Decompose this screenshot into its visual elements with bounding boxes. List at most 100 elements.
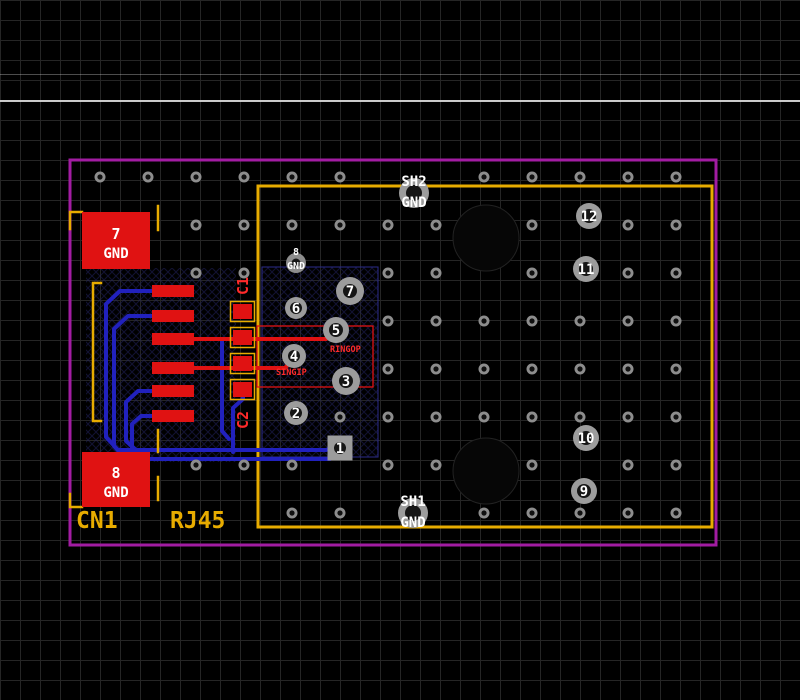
via[interactable] <box>574 315 586 327</box>
via[interactable] <box>238 171 250 183</box>
net-label[interactable]: SINGIP <box>276 368 307 378</box>
via[interactable] <box>670 507 682 519</box>
via[interactable] <box>334 507 346 519</box>
via[interactable] <box>526 267 538 279</box>
board-outline[interactable] <box>68 158 718 547</box>
via[interactable] <box>478 363 490 375</box>
via[interactable] <box>526 459 538 471</box>
pad-1[interactable]: 1 <box>327 435 353 461</box>
via[interactable] <box>286 171 298 183</box>
cn1-silkscreen[interactable] <box>68 204 160 509</box>
via[interactable] <box>382 363 394 375</box>
via[interactable] <box>670 219 682 231</box>
net-label[interactable]: RINGOP <box>330 345 361 355</box>
via[interactable] <box>334 219 346 231</box>
designator-c2[interactable]: C2 <box>234 411 252 429</box>
pad-2[interactable]: 2 <box>284 401 308 425</box>
cn1-pin-pad[interactable] <box>152 385 194 397</box>
trace-blue-6[interactable] <box>220 339 231 441</box>
cn1-pin-pad[interactable] <box>152 310 194 322</box>
via[interactable] <box>526 171 538 183</box>
via[interactable] <box>286 219 298 231</box>
via[interactable] <box>238 459 250 471</box>
via[interactable] <box>478 315 490 327</box>
via[interactable] <box>574 171 586 183</box>
via[interactable] <box>622 411 634 423</box>
via[interactable] <box>142 171 154 183</box>
pad-6[interactable]: 6 <box>285 297 307 319</box>
rj45-courtyard[interactable] <box>256 184 714 529</box>
via[interactable] <box>670 171 682 183</box>
via[interactable] <box>382 267 394 279</box>
via[interactable] <box>526 219 538 231</box>
via[interactable] <box>430 459 442 471</box>
via[interactable] <box>478 171 490 183</box>
pad-10[interactable]: 10 <box>573 425 599 451</box>
via[interactable] <box>190 171 202 183</box>
via[interactable] <box>478 507 490 519</box>
pad-9[interactable]: 9 <box>571 478 597 504</box>
via[interactable] <box>622 507 634 519</box>
via[interactable] <box>526 411 538 423</box>
pad-4[interactable]: 4 <box>282 344 306 368</box>
cn1-pin-pad[interactable] <box>152 285 194 297</box>
designator-rj45[interactable]: RJ45 <box>170 508 225 534</box>
via[interactable] <box>574 363 586 375</box>
via[interactable] <box>190 459 202 471</box>
via[interactable] <box>430 363 442 375</box>
cn1-pin-pad[interactable] <box>152 410 194 422</box>
trace-blue-1[interactable] <box>104 289 340 452</box>
via[interactable] <box>430 267 442 279</box>
via[interactable] <box>574 507 586 519</box>
via[interactable] <box>670 459 682 471</box>
smd-pad-8-gnd[interactable] <box>82 452 150 507</box>
via[interactable] <box>334 411 346 423</box>
designator-cn1[interactable]: CN1 <box>76 508 118 534</box>
via[interactable] <box>670 315 682 327</box>
smd-pad-7-gnd[interactable] <box>82 212 150 269</box>
via[interactable] <box>382 459 394 471</box>
via[interactable] <box>526 315 538 327</box>
via[interactable] <box>622 171 634 183</box>
c1-pad[interactable] <box>233 330 252 345</box>
via[interactable] <box>622 363 634 375</box>
net-highlight-box[interactable] <box>256 325 374 388</box>
designator-c1[interactable]: C1 <box>234 277 252 295</box>
pad-3[interactable]: 3 <box>332 367 360 395</box>
via[interactable] <box>94 171 106 183</box>
via[interactable] <box>238 267 250 279</box>
via[interactable] <box>526 363 538 375</box>
via[interactable] <box>430 411 442 423</box>
pad-7[interactable]: 7 <box>336 277 364 305</box>
via[interactable] <box>670 267 682 279</box>
trace-blue-3[interactable] <box>124 389 154 452</box>
c1-pad[interactable] <box>233 304 252 319</box>
via[interactable] <box>670 363 682 375</box>
via[interactable] <box>286 459 298 471</box>
via[interactable] <box>430 219 442 231</box>
via[interactable] <box>622 267 634 279</box>
via[interactable] <box>382 219 394 231</box>
pad-12[interactable]: 12 <box>576 203 602 229</box>
c2-pad[interactable] <box>233 356 252 371</box>
via[interactable] <box>622 459 634 471</box>
mounting-hole[interactable] <box>452 204 520 272</box>
via[interactable] <box>382 315 394 327</box>
trace-blue-4[interactable] <box>130 414 154 458</box>
via[interactable] <box>382 411 394 423</box>
cn1-pin-pad[interactable] <box>152 333 194 345</box>
via[interactable] <box>526 507 538 519</box>
via[interactable] <box>238 219 250 231</box>
via[interactable] <box>670 411 682 423</box>
pad-11[interactable]: 11 <box>573 256 599 282</box>
via[interactable] <box>190 267 202 279</box>
via[interactable] <box>478 411 490 423</box>
via[interactable] <box>622 315 634 327</box>
mounting-hole[interactable] <box>452 437 520 505</box>
cn1-pin-pad[interactable] <box>152 362 194 374</box>
via[interactable] <box>286 507 298 519</box>
via[interactable] <box>190 219 202 231</box>
